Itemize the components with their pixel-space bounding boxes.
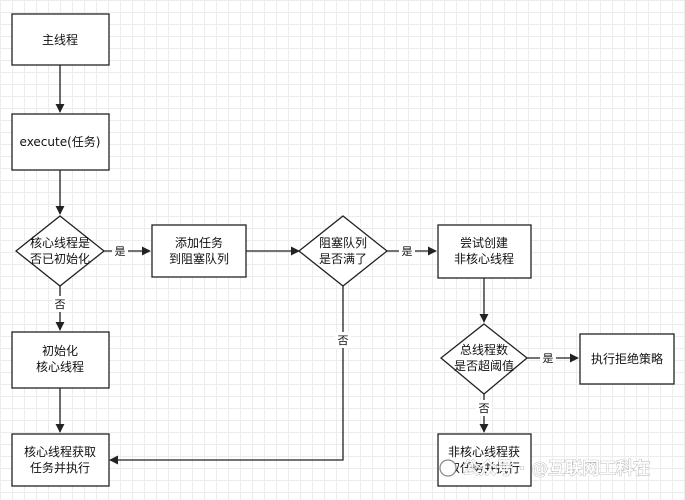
watermark: 公众号 · @互联网工科在 bbox=[439, 458, 651, 479]
label-yes-full: 是 bbox=[402, 245, 413, 258]
node-main-thread: 主线程 bbox=[11, 13, 110, 66]
node-try-create-line2: 非核心线程 bbox=[454, 251, 514, 266]
edge-labels: 是 否 是 否 是 否 bbox=[52, 243, 556, 416]
label-no-coreinit: 否 bbox=[55, 298, 66, 311]
node-core-take: 核心线程获取 任务并执行 bbox=[11, 433, 110, 487]
node-add-queue-line2: 到阻塞队列 bbox=[169, 251, 229, 266]
edge-full-no bbox=[109, 286, 344, 465]
label-yes-coreinit: 是 bbox=[115, 245, 126, 258]
node-init-core-line1: 初始化 bbox=[42, 344, 78, 358]
node-core-init-decision: 核心线程是 否已初始化 bbox=[14, 215, 106, 287]
node-execute-label: execute(任务) bbox=[20, 134, 101, 149]
node-queue-full-line1: 阻塞队列 bbox=[319, 235, 367, 250]
node-core-init-line1: 核心线程是 bbox=[30, 235, 90, 250]
node-try-create: 尝试创建 非核心线程 bbox=[437, 224, 532, 279]
node-queue-full-line2: 是否满了 bbox=[319, 252, 367, 266]
node-noncore-take: 非核心线程获 取任务并执行 bbox=[437, 433, 532, 487]
node-try-create-line1: 尝试创建 bbox=[460, 235, 508, 250]
label-no-full: 否 bbox=[338, 334, 349, 347]
node-noncore-take-line1: 非核心线程获 bbox=[448, 444, 520, 459]
node-execute: execute(任务) bbox=[11, 113, 110, 171]
label-no-total: 否 bbox=[479, 402, 490, 415]
wechat-icon bbox=[439, 459, 457, 477]
node-total-line1: 总线程数 bbox=[460, 342, 508, 357]
node-init-core: 初始化 核心线程 bbox=[11, 331, 110, 389]
watermark-text: 公众号 · @互联网工科在 bbox=[462, 458, 650, 479]
node-init-core-line2: 核心线程 bbox=[36, 359, 84, 374]
node-add-queue: 添加任务 到阻塞队列 bbox=[151, 224, 247, 278]
node-main-thread-label: 主线程 bbox=[42, 32, 78, 47]
node-total-decision: 总线程数 是否超阈值 bbox=[439, 323, 529, 395]
node-core-take-line1: 核心线程获取 bbox=[24, 444, 96, 459]
node-reject: 执行拒绝策略 bbox=[579, 333, 675, 385]
node-core-take-line2: 任务并执行 bbox=[30, 460, 90, 475]
node-core-init-line2: 否已初始化 bbox=[30, 252, 90, 266]
node-reject-label: 执行拒绝策略 bbox=[591, 351, 663, 366]
node-queue-full-decision: 阻塞队列 是否满了 bbox=[297, 215, 389, 287]
node-noncore-take-line2: 取任务并执行 bbox=[448, 460, 520, 475]
label-yes-total: 是 bbox=[543, 352, 554, 365]
node-add-queue-line1: 添加任务 bbox=[175, 235, 223, 250]
node-total-line2: 是否超阈值 bbox=[454, 358, 514, 373]
